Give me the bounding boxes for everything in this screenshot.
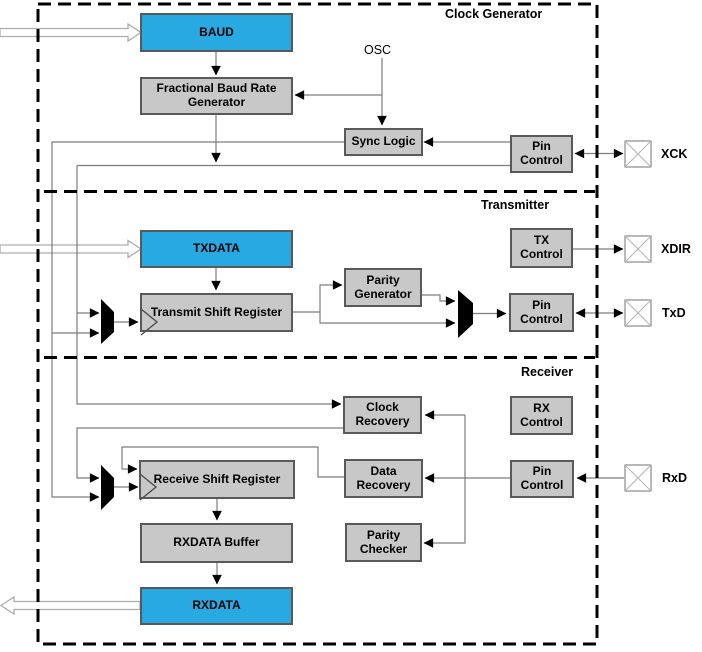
pin-label-xdir: XDIR [661, 242, 691, 256]
block-tx-control: TX Control [510, 228, 573, 268]
wire-rxd-rail-to-parity-checker [423, 415, 466, 548]
rx-clock-mux [101, 465, 114, 510]
wire-rail-to-clock-recovery [76, 165, 342, 409]
block-clock-recovery: Clock Recovery [343, 396, 422, 434]
pin-label-txd: TxD [662, 306, 686, 320]
wire-tsr-to-datamux [319, 312, 456, 328]
block-fractional-baud-rate-generator: Fractional Baud Rate Generator [140, 77, 293, 115]
wire-parity-generator-to-datamux [422, 294, 456, 306]
block-pin-control-txd: Pin Control [509, 293, 574, 332]
section-label-clock-generator: Clock Generator [445, 7, 543, 21]
tx-clock-mux [101, 299, 114, 344]
baud-write-bus-arrow [0, 22, 143, 43]
xdir-pad [624, 235, 652, 263]
block-parity-checker: Parity Checker [345, 523, 422, 562]
block-data-recovery: Data Recovery [344, 459, 423, 498]
block-baud-register: BAUD [140, 13, 293, 52]
block-pin-control-xck: Pin Control [510, 135, 573, 173]
xck-pad [624, 140, 652, 168]
pin-label-rxd: RxD [662, 471, 688, 485]
section-label-transmitter: Transmitter [481, 198, 550, 212]
block-sync-logic: Sync Logic [344, 128, 423, 156]
block-receive-shift-register: Receive Shift Register [139, 460, 295, 499]
pin-label-xck: XCK [661, 147, 688, 161]
wire-tsr-to-parity-generator [319, 280, 343, 312]
block-rx-control: RX Control [510, 396, 573, 435]
block-parity-generator: Parity Generator [344, 268, 422, 307]
section-label-receiver: Receiver [521, 365, 574, 379]
rxdata-read-bus-arrow [0, 595, 141, 616]
tx-data-mux [458, 290, 473, 338]
block-rxdata-register: RXDATA [140, 587, 293, 625]
block-txdata-register: TXDATA [140, 230, 293, 268]
rxd-pad [624, 464, 652, 492]
block-transmit-shift-register: Transmit Shift Register [140, 293, 293, 332]
osc-signal-label: OSC [364, 43, 392, 57]
block-pin-control-rxd: Pin Control [510, 460, 574, 498]
txdata-write-bus-arrow [0, 239, 143, 259]
txd-pad [624, 299, 652, 327]
block-rxdata-buffer: RXDATA Buffer [140, 523, 293, 563]
